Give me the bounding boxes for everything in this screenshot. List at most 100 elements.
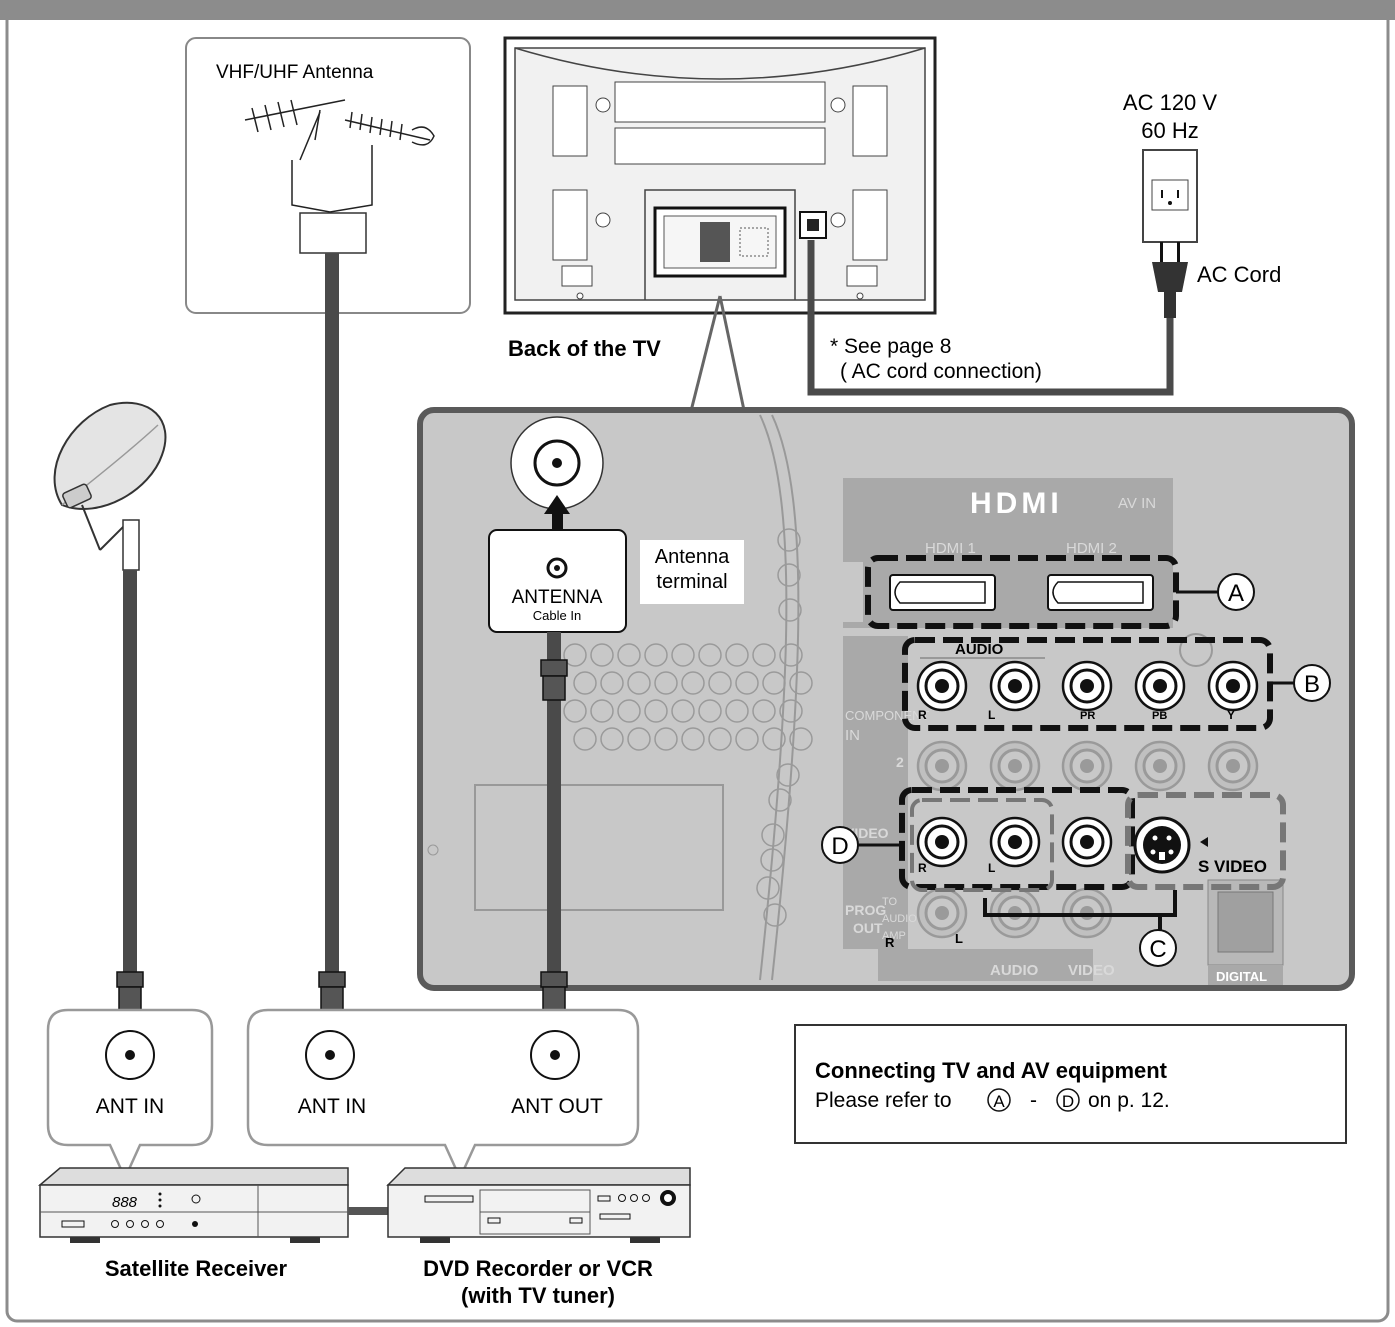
- vent-holes: [563, 528, 813, 927]
- hdmi1-label: HDMI 1: [925, 540, 976, 557]
- spare-jack: [1179, 633, 1213, 667]
- jack-r3-label: R: [885, 935, 895, 950]
- component1-jack-1: [989, 660, 1041, 712]
- component1-jack-4: [1207, 660, 1259, 712]
- vent-hole: [573, 671, 597, 695]
- vent-hole: [725, 699, 749, 723]
- vent-hole: [777, 528, 801, 552]
- video-input-jack-2: [1061, 816, 1113, 868]
- note-dash: -: [1030, 1089, 1037, 1112]
- antenna-cable: [325, 253, 339, 973]
- vent-hole: [627, 671, 651, 695]
- audio-small-label: AUDIO: [882, 913, 917, 925]
- satellite-receiver-label: Satellite Receiver: [105, 1256, 288, 1281]
- out-label: OUT: [853, 920, 883, 936]
- vent-hole: [777, 563, 801, 587]
- video-input-jack-1: [989, 816, 1041, 868]
- audio-header: AUDIO: [955, 641, 1004, 658]
- satellite-receiver-icon: 888: [37, 1167, 349, 1243]
- note-ref-to: D: [1062, 1092, 1074, 1111]
- vent-hole: [563, 643, 587, 667]
- component-label-2: IN: [845, 727, 860, 744]
- vent-hole: [627, 727, 651, 751]
- jack-l-label: L: [988, 708, 995, 722]
- vent-hole: [654, 727, 678, 751]
- sat-port-label: ANT IN: [96, 1095, 164, 1118]
- vent-hole: [778, 598, 802, 622]
- component1-jack-2: [1061, 660, 1113, 712]
- ac-note-line2: ( AC cord connection): [840, 360, 1042, 383]
- rca-jacks: [916, 633, 1259, 939]
- antenna-jack-icon: [510, 416, 604, 510]
- sat-display: 888: [112, 1194, 138, 1211]
- vent-hole: [735, 727, 759, 751]
- vent-hole: [644, 643, 668, 667]
- vent-hole: [760, 848, 784, 872]
- cables: [123, 253, 561, 975]
- hdmi-logo: HDMI: [970, 487, 1063, 520]
- antenna-box: VHF/UHF Antenna: [185, 37, 471, 314]
- vent-hole: [563, 699, 587, 723]
- vent-hole: [590, 699, 614, 723]
- s-video-label: S VIDEO: [1198, 857, 1267, 876]
- jack-l3-label: L: [955, 931, 963, 946]
- callout-b: B: [1293, 664, 1331, 702]
- vent-hole: [600, 727, 624, 751]
- audio-bottom-label: AUDIO: [990, 962, 1039, 979]
- prog-out-jack-0: [916, 887, 968, 939]
- video-bottom-label: VIDEO: [1068, 962, 1115, 979]
- ac-cord-label: AC Cord: [1197, 262, 1281, 287]
- vent-hole: [752, 699, 776, 723]
- component1-jack-0: [916, 660, 968, 712]
- antenna-terminal-box: ANTENNA Cable In: [488, 529, 627, 633]
- to-label: TO: [882, 896, 898, 908]
- terminal-cable: [547, 700, 561, 975]
- note-box: Connecting TV and AV equipment Please re…: [794, 1024, 1347, 1144]
- video-input-jack-0: [916, 816, 968, 868]
- wall-outlet-icon: [1142, 149, 1198, 243]
- antenna-icon: [244, 99, 435, 213]
- vent-hole: [735, 671, 759, 695]
- dvd-label-line1: DVD Recorder or VCR: [423, 1256, 653, 1281]
- note-ref-from: A: [993, 1092, 1005, 1111]
- vent-hole: [698, 699, 722, 723]
- callout-d: D: [821, 826, 859, 864]
- hdmi2-port: [1047, 574, 1154, 611]
- terminal-callout-line1: Antenna: [655, 546, 730, 568]
- vent-hole: [590, 643, 614, 667]
- dish-cable: [123, 570, 137, 975]
- ac-frequency: 60 Hz: [1141, 118, 1198, 143]
- antenna-balun: [299, 212, 367, 254]
- dvd-recorder-icon: [386, 1167, 691, 1243]
- jack-y-label: Y: [1227, 708, 1235, 722]
- jack-pr-label: PR: [1080, 710, 1095, 722]
- vent-hole: [752, 643, 776, 667]
- vent-hole: [671, 643, 695, 667]
- terminal-callout-line2: terminal: [656, 571, 727, 593]
- antenna-label: VHF/UHF Antenna: [216, 62, 374, 83]
- vent-hole: [708, 727, 732, 751]
- f-connectors: [116, 659, 568, 1012]
- vent-hole: [761, 823, 785, 847]
- vent-hole: [654, 671, 678, 695]
- component2-jack-2: [1061, 740, 1113, 792]
- hdmi2-label: HDMI 2: [1066, 540, 1117, 557]
- device-link-cable: [348, 1207, 388, 1215]
- vent-hole: [789, 727, 813, 751]
- vent-hole: [776, 763, 800, 787]
- jack-pb-label: PB: [1152, 710, 1167, 722]
- ac-cord: [807, 240, 1174, 396]
- vent-hole: [600, 671, 624, 695]
- component2-jack-0: [916, 740, 968, 792]
- satellite-port-bubble: ANT IN: [46, 1008, 214, 1182]
- component2-jack-4: [1207, 740, 1259, 792]
- vent-hole: [756, 876, 780, 900]
- callout-a-letter: A: [1228, 580, 1244, 607]
- vent-hole: [671, 699, 695, 723]
- callout-c: C: [1139, 929, 1177, 967]
- callout-d-letter: D: [831, 833, 848, 860]
- row2-number: 2: [896, 754, 904, 770]
- av-in-label: AV IN: [1118, 495, 1156, 512]
- vent-hole: [644, 699, 668, 723]
